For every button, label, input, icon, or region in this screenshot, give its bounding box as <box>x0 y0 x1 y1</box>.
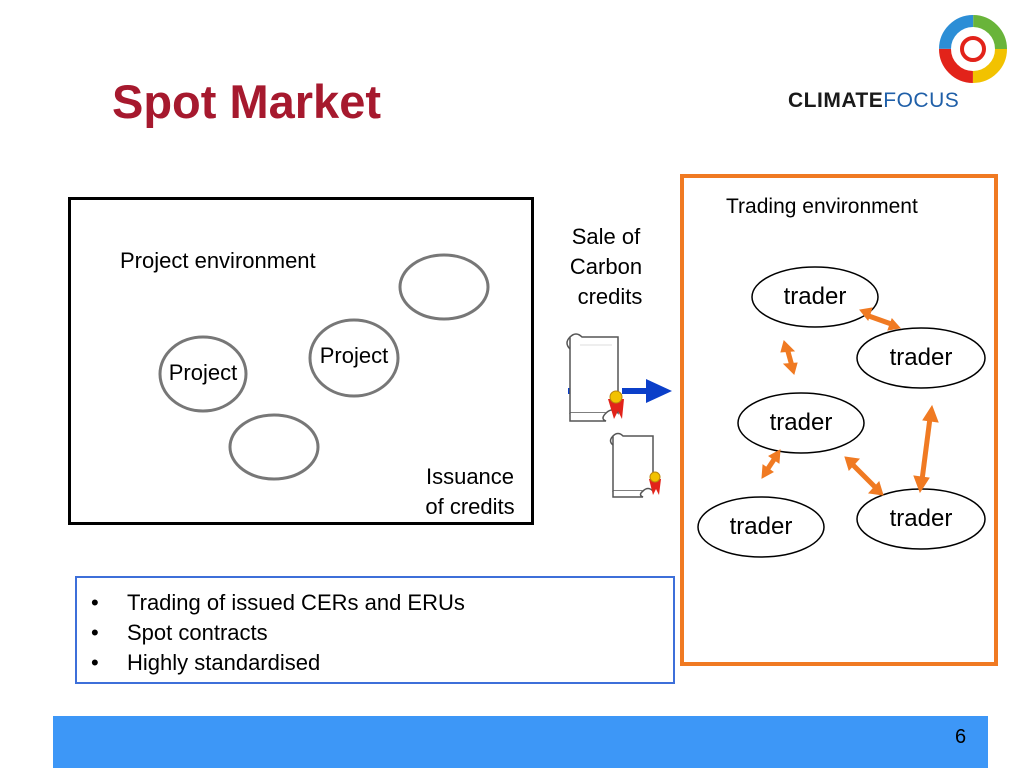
trade-arrow-middle-right <box>844 456 884 496</box>
page-number: 6 <box>955 726 967 748</box>
project-ellipse-empty-top <box>398 253 490 321</box>
trader-label-bottom-right: trader <box>889 505 953 532</box>
bullet-list-box: Trading of issued CERs and ERUs Spot con… <box>75 576 675 684</box>
bullet-item: Highly standardised <box>89 648 673 678</box>
project-environment-box <box>68 197 534 525</box>
certificate-scroll-icon <box>566 333 624 422</box>
bullet-item: Trading of issued CERs and ERUs <box>89 588 673 618</box>
logo-word-climate: CLIMATE <box>788 89 884 112</box>
logo-word-focus: FOCUS <box>883 89 960 112</box>
trading-environment-label: Trading environment <box>726 195 918 218</box>
trader-label-right: trader <box>889 344 953 371</box>
trading-environment-box <box>680 174 998 666</box>
slide-title: Spot Market <box>112 75 381 128</box>
project-ellipse-empty-bottom <box>228 413 320 481</box>
certificate-scroll-icon-small <box>609 432 661 498</box>
trader-ellipse-top <box>751 266 879 328</box>
project-label-left: Project <box>168 360 238 385</box>
trade-arrow-top-right <box>859 307 901 331</box>
trader-ellipse-bottom-left <box>697 496 825 558</box>
trade-arrow-middle-left <box>761 449 781 479</box>
project-ellipse-center <box>308 318 400 398</box>
sale-label-line3: credits <box>577 284 643 309</box>
bullet-list: Trading of issued CERs and ERUs Spot con… <box>89 588 673 678</box>
project-ellipse-left <box>158 335 248 413</box>
sale-label-line1: Sale of <box>571 224 641 249</box>
trade-arrow-right-vertical <box>913 404 939 494</box>
trader-ellipse-right <box>856 327 986 389</box>
footer-bar <box>53 716 988 768</box>
climate-focus-logo-text: CLIMATEFOCUS <box>788 90 959 111</box>
trader-ellipse-middle <box>737 392 865 454</box>
issuance-label-line1: Issuance <box>425 464 515 489</box>
trade-arrow-top-middle <box>780 340 798 375</box>
project-environment-label: Project environment <box>120 248 316 273</box>
sale-label-line2: Carbon <box>569 254 643 279</box>
project-label-center: Project <box>319 343 389 368</box>
trader-label-middle: trader <box>769 409 833 436</box>
issuance-label-line2: of credits <box>425 494 515 519</box>
climate-focus-ring-icon <box>939 15 1007 83</box>
trader-label-top: trader <box>783 283 847 310</box>
trader-label-bottom-left: trader <box>729 513 793 540</box>
bullet-item: Spot contracts <box>89 618 673 648</box>
